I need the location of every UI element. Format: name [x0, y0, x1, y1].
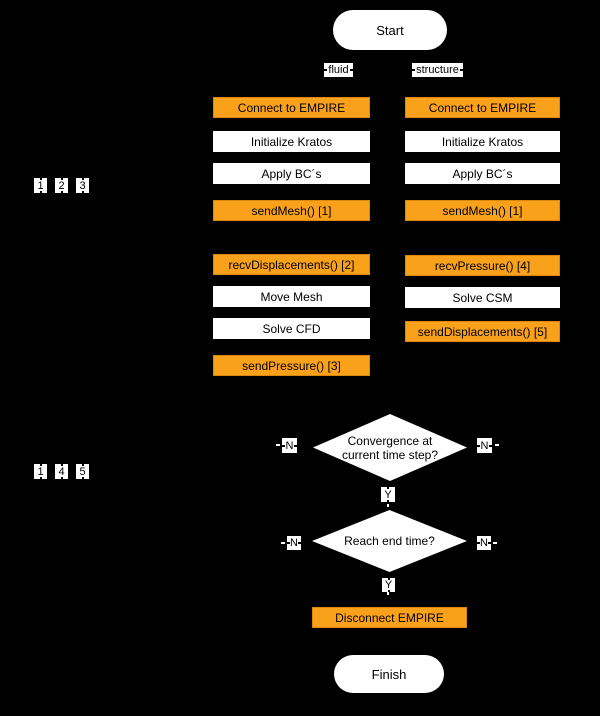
fluid-step-move-mesh: Move Mesh — [213, 286, 370, 307]
branch-label-fluid: fluid — [324, 63, 353, 77]
upper-marker-2: 2 — [55, 178, 68, 193]
structure-step-solve-csm: Solve CSM — [405, 287, 560, 308]
convergence-no-left-label: N — [282, 438, 297, 453]
structure-step-send-mesh: sendMesh() [1] — [405, 200, 560, 221]
connector-stub — [495, 444, 499, 446]
convergence-yes-label: Y — [381, 487, 395, 502]
end-time-no-right-label: N — [477, 536, 491, 550]
structure-step-recv-pressure: recvPressure() [4] — [405, 255, 560, 276]
fluid-step-solve-cfd: Solve CFD — [213, 318, 370, 339]
structure-step-initialize-kratos: Initialize Kratos — [405, 131, 560, 152]
decision-convergence: Convergence at current time step? — [313, 414, 467, 481]
structure-step-apply-bcs: Apply BC´s — [405, 163, 560, 184]
end-time-no-left-label: N — [287, 536, 301, 550]
connector-stub — [493, 542, 497, 544]
lower-marker-4: 4 — [55, 464, 68, 479]
connector-stub — [387, 592, 389, 595]
connector-stub — [276, 444, 280, 446]
fluid-step-apply-bcs: Apply BC´s — [213, 163, 370, 184]
decision-end-time-line1: Reach end time? — [344, 534, 435, 548]
decision-convergence-line1: Convergence at — [347, 433, 433, 448]
fluid-step-connect-empire: Connect to EMPIRE — [213, 97, 370, 118]
upper-marker-3: 3 — [76, 178, 89, 193]
decision-end-time: Reach end time? — [312, 510, 467, 572]
structure-step-send-displacements: sendDisplacements() [5] — [405, 321, 560, 342]
decision-convergence-line2: current time step? — [341, 447, 439, 462]
structure-step-connect-empire: Connect to EMPIRE — [405, 97, 560, 118]
connector-stub — [281, 542, 285, 544]
finish-terminal: Finish — [334, 655, 444, 693]
fluid-step-recv-displacements: recvDisplacements() [2] — [213, 254, 370, 275]
fluid-step-initialize-kratos: Initialize Kratos — [213, 131, 370, 152]
upper-marker-1: 1 — [34, 178, 47, 193]
connector-stub — [387, 504, 389, 507]
start-terminal: Start — [333, 10, 447, 50]
fluid-step-send-mesh: sendMesh() [1] — [213, 200, 370, 221]
convergence-no-right-label: N — [477, 438, 492, 453]
branch-label-structure: structure — [412, 63, 463, 77]
fluid-step-send-pressure: sendPressure() [3] — [213, 355, 370, 376]
lower-marker-5: 5 — [76, 464, 89, 479]
end-time-yes-label: Y — [382, 578, 395, 592]
disconnect-empire-step: Disconnect EMPIRE — [312, 607, 467, 628]
lower-marker-1: 1 — [34, 464, 47, 479]
